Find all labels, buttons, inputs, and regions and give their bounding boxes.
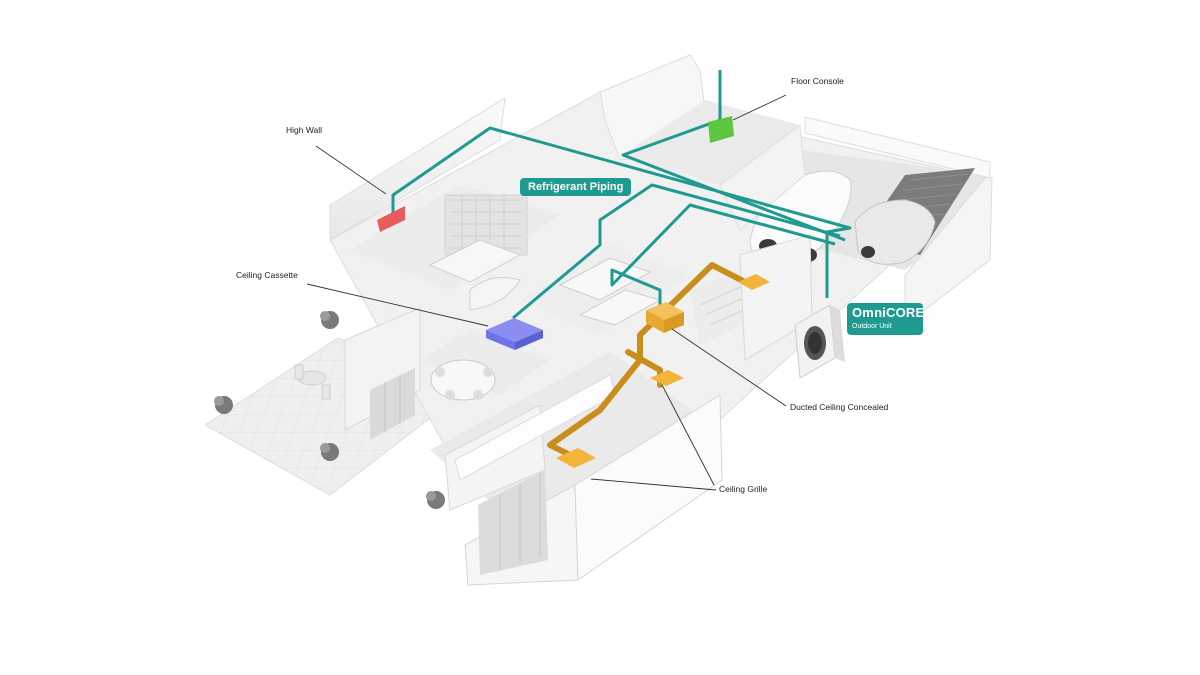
- high-wall-unit: [377, 206, 405, 232]
- callout-leader-lines: [306, 94, 787, 491]
- living-room: [350, 185, 560, 311]
- floor-console-unit: [708, 116, 734, 143]
- refrigerant-piping: [391, 70, 852, 320]
- ceiling-grille-units: [556, 274, 770, 468]
- front-wall-dining: [344, 307, 421, 440]
- label-ceiling-cassette: Ceiling Cassette: [236, 270, 298, 280]
- bathroom-walls: [719, 124, 806, 231]
- label-floor-console: Floor Console: [791, 76, 844, 86]
- back-wall-left: [329, 97, 506, 241]
- ceiling-cassette-unit: [486, 318, 543, 350]
- patio-furniture: [294, 364, 331, 400]
- dining-area: [420, 330, 550, 401]
- label-ducted-ceiling-concealed: Ducted Ceiling Concealed: [790, 402, 889, 412]
- label-ceiling-grille: Ceiling Grille: [719, 484, 768, 494]
- outdoor-unit: [794, 304, 845, 379]
- omnicore-outdoor-unit-badge: OmniCORE Outdoor Unit: [847, 303, 925, 335]
- bedroom-wing: [430, 352, 723, 586]
- ducted-ceiling-concealed-unit: [646, 302, 684, 333]
- car-grey: [854, 199, 936, 265]
- label-high-wall: High Wall: [286, 125, 323, 135]
- omnicore-logo: OmniCORE: [852, 305, 925, 320]
- tree-icon: [214, 311, 445, 509]
- label-outdoor-unit: Outdoor Unit: [852, 323, 892, 330]
- bathroom: [690, 234, 813, 361]
- label-refrigerant-piping: Refrigerant Piping: [520, 178, 632, 196]
